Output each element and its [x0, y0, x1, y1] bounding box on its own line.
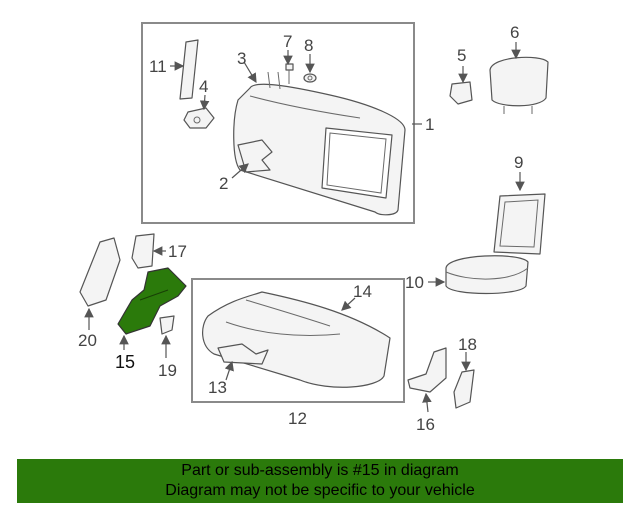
part-8-nut[interactable] — [303, 73, 317, 83]
part-15-hinge-bracket[interactable] — [117, 267, 187, 335]
callout-12: 12 — [288, 409, 307, 428]
callout-18: 18 — [458, 335, 477, 354]
part-9-backrest-panel[interactable] — [493, 193, 546, 255]
banner-line-1: Part or sub-assembly is #15 in diagram — [181, 462, 459, 479]
callout-19: 19 — [158, 361, 177, 380]
callout-3: 3 — [237, 49, 246, 68]
callout-20: 20 — [78, 331, 97, 350]
part-6-headrest[interactable] — [489, 56, 549, 114]
part-19-clip[interactable] — [159, 315, 175, 335]
leader-lines — [84, 42, 525, 413]
callout-15: 15 — [115, 352, 135, 372]
callout-4: 4 — [199, 77, 208, 96]
part-5-latch[interactable] — [449, 81, 473, 105]
part-3-seat-back[interactable] — [233, 71, 406, 216]
seat-back-frame-box — [141, 22, 415, 224]
callout-7: 7 — [283, 32, 292, 51]
part-14-seat-cushion[interactable] — [202, 291, 391, 388]
callout-1: 1 — [425, 115, 434, 134]
banner-line-2: Diagram may not be specific to your vehi… — [165, 482, 475, 499]
callout-11: 11 — [149, 57, 167, 76]
callout-10: 10 — [405, 273, 424, 292]
callout-16: 16 — [416, 415, 435, 434]
part-20-side-cover[interactable] — [79, 237, 121, 307]
callout-14: 14 — [353, 282, 372, 301]
part-4-bracket[interactable] — [183, 107, 215, 129]
callout-6: 6 — [510, 23, 519, 42]
part-13-cushion-pad[interactable] — [217, 343, 269, 365]
callout-13: 13 — [208, 378, 227, 397]
parts-diagram: 11 4 3 7 8 1 2 5 6 9 10 17 20 15 19 14 1… — [78, 22, 549, 434]
callout-5: 5 — [457, 46, 466, 65]
highlight-banner: Part or sub-assembly is #15 in diagram D… — [17, 459, 623, 503]
callout-9: 9 — [514, 153, 523, 172]
part-17-side-trim[interactable] — [131, 233, 155, 269]
callout-8: 8 — [304, 36, 313, 55]
part-7-bolt[interactable] — [285, 63, 294, 84]
callout-2: 2 — [219, 174, 228, 193]
part-10-cushion[interactable] — [445, 255, 529, 295]
part-18-latch-cover[interactable] — [453, 369, 475, 409]
seat-cushion-frame-box — [191, 278, 405, 403]
part-16-hinge[interactable] — [407, 347, 447, 393]
callout-17: 17 — [168, 242, 187, 261]
part-11-trim-strip[interactable] — [179, 39, 199, 100]
